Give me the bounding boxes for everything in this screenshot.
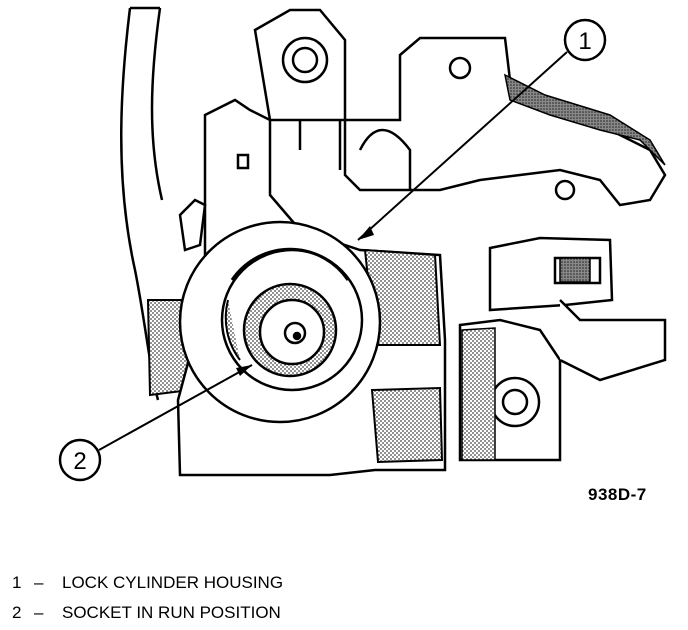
lock-cylinder-diagram: 1 2: [58, 6, 667, 482]
legend-number: 1: [12, 573, 22, 592]
shaded-right-bracket: [461, 327, 496, 461]
legend-label: LOCK CYLINDER HOUSING: [62, 573, 284, 592]
ignition-socket: [242, 282, 338, 378]
callout-1-circle: [563, 18, 607, 62]
callout-2-circle: [58, 438, 102, 482]
legend-number: 2: [12, 603, 22, 622]
legend-item-1: 1–LOCK CYLINDER HOUSING: [12, 568, 283, 598]
callout-2-number: 2: [73, 448, 86, 475]
figure-id: 938D-7: [588, 485, 647, 504]
legend: 1–LOCK CYLINDER HOUSING 2–SOCKET IN RUN …: [12, 568, 283, 628]
legend-separator: –: [34, 603, 44, 622]
legend-label: SOCKET IN RUN POSITION: [62, 603, 281, 622]
callout-1-number: 1: [578, 28, 591, 55]
upper-mounting-bracket: [253, 8, 667, 207]
callout-1: 1: [357, 18, 607, 241]
legend-separator: –: [34, 573, 44, 592]
shaded-right-slot: [559, 257, 591, 283]
shaded-housing-lower: [370, 386, 444, 464]
legend-item-2: 2–SOCKET IN RUN POSITION: [12, 598, 283, 628]
shaded-bracket-upper-right: [503, 73, 666, 166]
callout-2: 2: [58, 364, 253, 482]
